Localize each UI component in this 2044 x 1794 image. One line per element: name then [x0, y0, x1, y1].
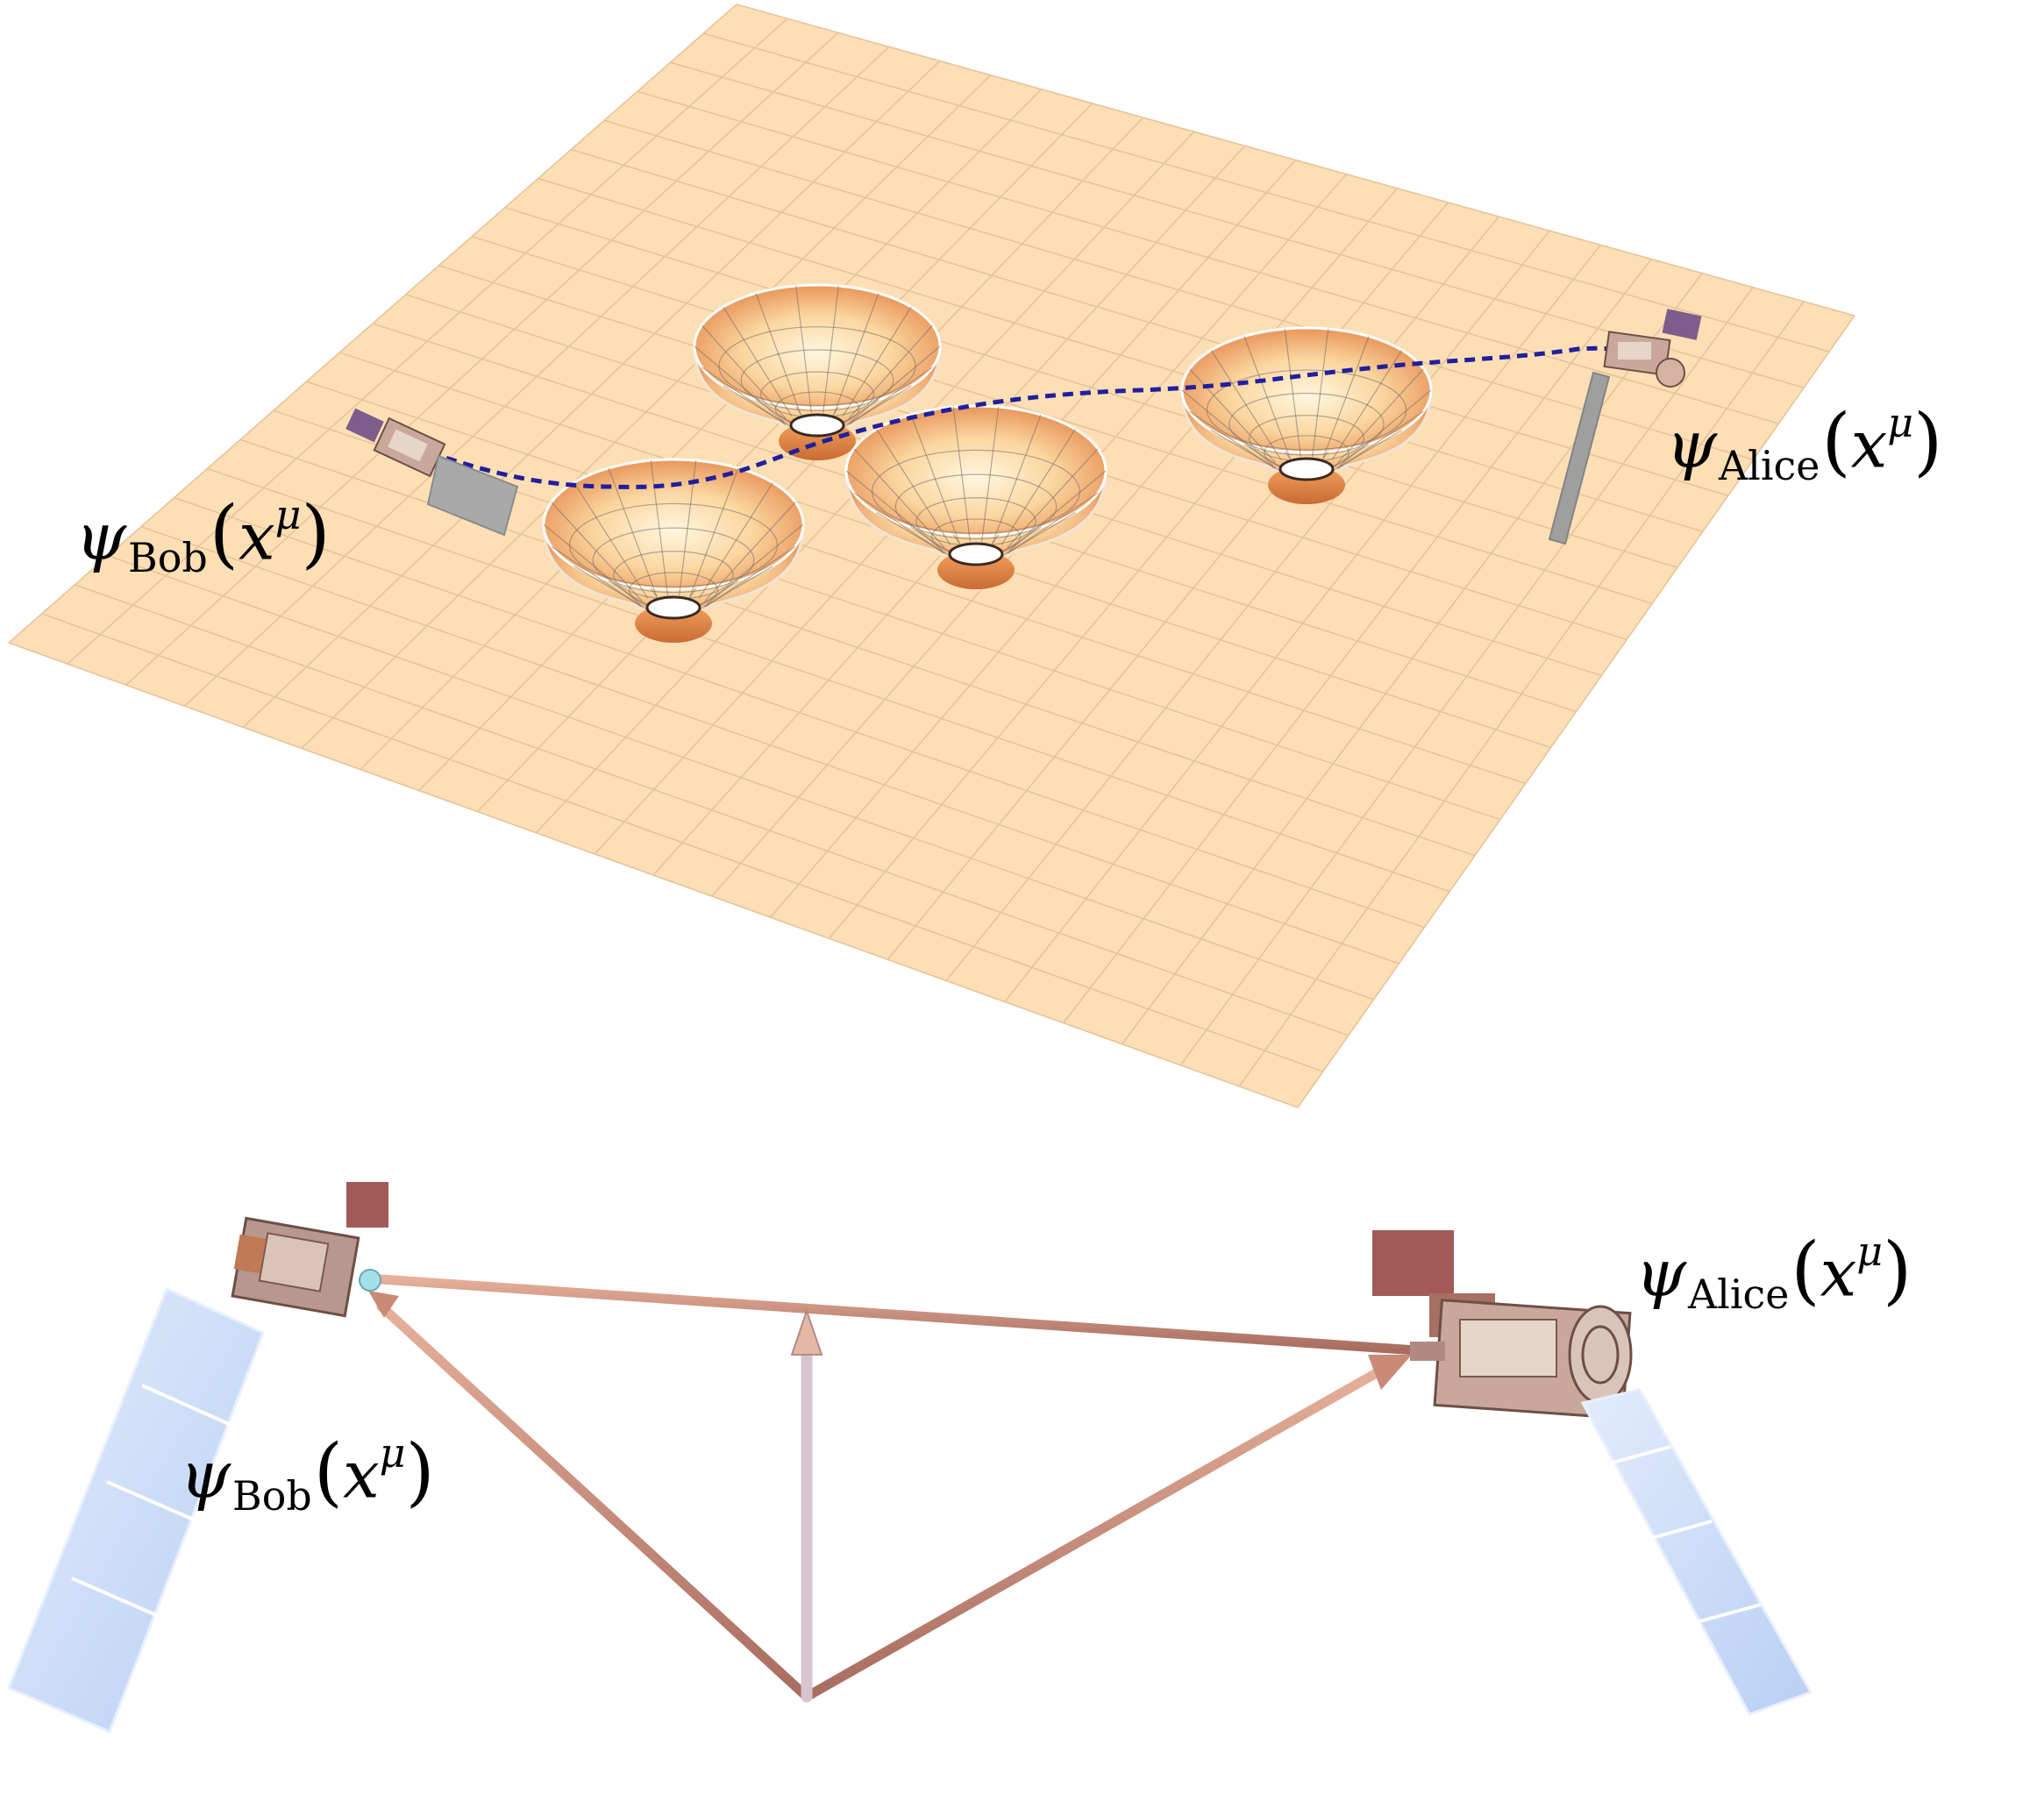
- arrowhead-bob: [368, 1291, 399, 1318]
- grid-line: [107, 554, 1374, 1000]
- label-symbol: ψ: [75, 499, 127, 575]
- grid-line: [8, 642, 1299, 1108]
- gravity-well: [542, 458, 805, 643]
- grid-line: [75, 584, 1349, 1036]
- label-subscript: Bob: [232, 1472, 312, 1520]
- gravity-well: [1180, 326, 1433, 504]
- alice-satellite-top: [1548, 309, 1702, 545]
- label-variable: x: [342, 1437, 380, 1513]
- label-superscript: μ: [379, 1429, 406, 1477]
- label-superscript: μ: [1887, 399, 1914, 446]
- grid-line: [140, 525, 1399, 965]
- label-subscript: Bob: [128, 534, 208, 582]
- label-superscript: μ: [1856, 1228, 1884, 1275]
- solar-panel: [1580, 1388, 1813, 1716]
- grid-line: [306, 381, 1527, 785]
- label-close-paren: ): [301, 490, 331, 578]
- beam-bob-alice: [363, 1273, 1421, 1356]
- arrowhead-alice: [1368, 1355, 1412, 1390]
- label-open-paren: (: [209, 490, 239, 578]
- beam-origin-bob: [376, 1301, 812, 1702]
- label-variable: x: [238, 499, 275, 575]
- label-close-paren: ): [1913, 398, 1943, 486]
- beam-origin-alice: [801, 1363, 1391, 1702]
- label-subscript: Alice: [1719, 442, 1820, 490]
- label-variable: x: [1850, 407, 1888, 483]
- grid-line: [538, 177, 1704, 533]
- label-superscript: μ: [274, 491, 302, 538]
- grid-line: [207, 467, 1450, 893]
- grid-line: [174, 496, 1425, 929]
- grid-line: [736, 4, 1855, 317]
- label-close-paren: ): [1883, 1227, 1912, 1314]
- label-open-paren: (: [1821, 398, 1851, 486]
- label-close-paren: ): [405, 1428, 435, 1516]
- label-psi-bob-top: ψBob(xμ): [75, 495, 331, 579]
- bob-satellite-bottom: [7, 1182, 388, 1733]
- label-symbol: ψ: [1635, 1235, 1687, 1312]
- beam-network: [359, 1269, 1421, 1703]
- gravity-wells: [542, 283, 1433, 643]
- gravity-well: [844, 404, 1107, 589]
- grid-line: [571, 148, 1728, 496]
- grid-line: [471, 235, 1653, 605]
- alice-satellite-bottom: [1372, 1230, 1813, 1716]
- grid-line: [637, 90, 1779, 424]
- solar-panel: [7, 1286, 265, 1733]
- gravity-well: [693, 283, 942, 460]
- label-open-paren: (: [1791, 1227, 1820, 1314]
- label-psi-alice-bottom: ψAlice(xμ): [1635, 1231, 1912, 1319]
- grid-line: [504, 206, 1678, 569]
- grid-line: [603, 119, 1754, 460]
- label-symbol: ψ: [1666, 407, 1718, 483]
- label-psi-bob-bottom: ψBob(xμ): [180, 1433, 435, 1520]
- vertical-arrowhead: [790, 1307, 823, 1356]
- bob-satellite-top: [345, 408, 519, 537]
- label-psi-alice-top: ψAlice(xμ): [1666, 402, 1942, 490]
- sheet-surface: [9, 4, 1855, 1107]
- geodesic-path: [429, 345, 1648, 489]
- grid-line: [41, 613, 1324, 1072]
- label-variable: x: [1820, 1235, 1857, 1312]
- label-symbol: ψ: [180, 1437, 231, 1513]
- label-subscript: Alice: [1688, 1271, 1790, 1319]
- grid-line: [703, 32, 1830, 352]
- spacetime-sheet: [8, 4, 1855, 1108]
- label-open-paren: (: [313, 1428, 343, 1516]
